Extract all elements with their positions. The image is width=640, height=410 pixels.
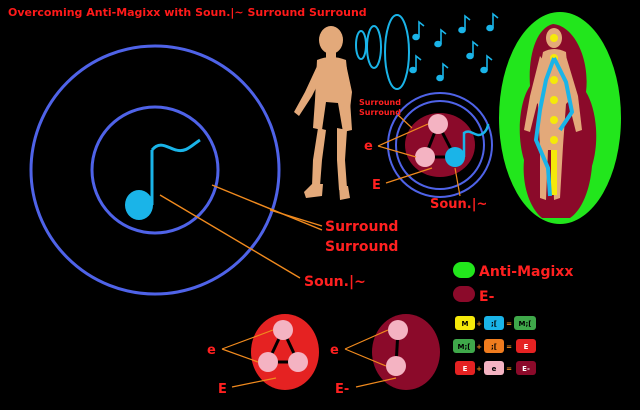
e-node-left: [258, 352, 278, 372]
label-small-soun: Soun.|~: [430, 197, 487, 212]
small-surround-group: [387, 92, 493, 198]
small-note-node: [445, 147, 465, 167]
music-note-icon: [466, 40, 479, 60]
eq-equals: =: [506, 343, 512, 351]
floating-notes: [409, 12, 499, 82]
outer-surround-ring: [29, 44, 281, 296]
eq-op: +: [476, 365, 482, 373]
music-note-icon: [409, 54, 422, 74]
big-surround-group: [29, 44, 281, 296]
e-node-bottom: [386, 356, 406, 376]
E-molecule-leaders: [221, 329, 277, 388]
equations: M + ;[ = M;[ M;[ + ;[ = E E + e = E-: [453, 316, 536, 375]
music-note-icon: [458, 14, 471, 34]
big-ring-leaders: [159, 184, 323, 279]
e-node-right: [288, 352, 308, 372]
equation-row: M;[ + ;[ = E: [453, 339, 536, 353]
inner-surround-ring: [90, 105, 220, 235]
eq-a: E: [463, 365, 468, 373]
music-note-icon: [125, 138, 201, 220]
eq-op: +: [476, 343, 482, 351]
label-br-Eminus: E-: [335, 382, 349, 397]
label-small-E: E: [372, 178, 381, 193]
legend-swatch-anti-magixx: [453, 262, 475, 278]
eq-a: M;[: [458, 343, 471, 351]
eq-result: M;[: [519, 320, 532, 328]
eq-op: +: [476, 320, 482, 328]
eq-result: E-: [522, 365, 530, 373]
music-note-icon: [412, 20, 425, 41]
page-title: Overcoming Anti-Magixx with Soun.|~ Surr…: [8, 6, 367, 19]
legend: Anti-Magixx E-: [453, 262, 573, 305]
glowing-figure-icon: [499, 12, 621, 224]
eq-result: E: [524, 343, 529, 351]
small-leaders: [377, 114, 461, 197]
eq-equals: =: [506, 320, 512, 328]
sound-wave-rings: [355, 14, 410, 90]
label-br-e: e: [330, 343, 339, 358]
legend-label-Eminus: E-: [479, 289, 495, 305]
label-bl-e: e: [207, 343, 216, 358]
equation-row: M + ;[ = M;[: [455, 316, 536, 330]
small-outer-ring: [387, 92, 493, 198]
small-e-node-left: [415, 147, 435, 167]
legend-swatch-Eminus: [453, 286, 475, 302]
e-node-top: [273, 320, 293, 340]
eq-b: ;[: [491, 343, 497, 351]
label-small-surround-1: Surround: [359, 98, 401, 107]
sound-channel: [533, 57, 575, 197]
leader-inner-ring: [211, 184, 323, 231]
Eminus-molecule-leaders: [344, 329, 397, 388]
music-note-icon: [480, 54, 493, 74]
legend-label-anti-magixx: Anti-Magixx: [479, 264, 573, 280]
eq-a: M: [462, 320, 469, 328]
eq-b: ;[: [491, 320, 497, 328]
music-note-icon: [486, 12, 499, 32]
small-e-node-top: [428, 114, 448, 134]
label-surround-1: Surround: [325, 219, 398, 235]
music-note-icon: [462, 123, 490, 157]
label-soun-main: Soun.|~: [304, 274, 366, 290]
small-middle-ring: [395, 100, 485, 190]
E-molecule: [251, 314, 319, 390]
label-surround-2: Surround: [325, 239, 398, 255]
eq-equals: =: [506, 365, 512, 373]
eq-b: e: [492, 365, 497, 373]
music-note-icon: [434, 28, 447, 48]
e-node-top: [388, 320, 408, 340]
music-note-icon: [436, 62, 449, 82]
label-bl-E: E: [218, 382, 227, 397]
equation-row: E + e = E-: [455, 361, 536, 375]
label-small-e: e: [364, 139, 373, 154]
label-small-surround-2: Surround: [359, 108, 401, 117]
leader-note: [159, 194, 301, 279]
Eminus-molecule: [372, 314, 440, 390]
small-molecule: [415, 114, 490, 167]
person-silhouette-icon: [294, 26, 352, 200]
